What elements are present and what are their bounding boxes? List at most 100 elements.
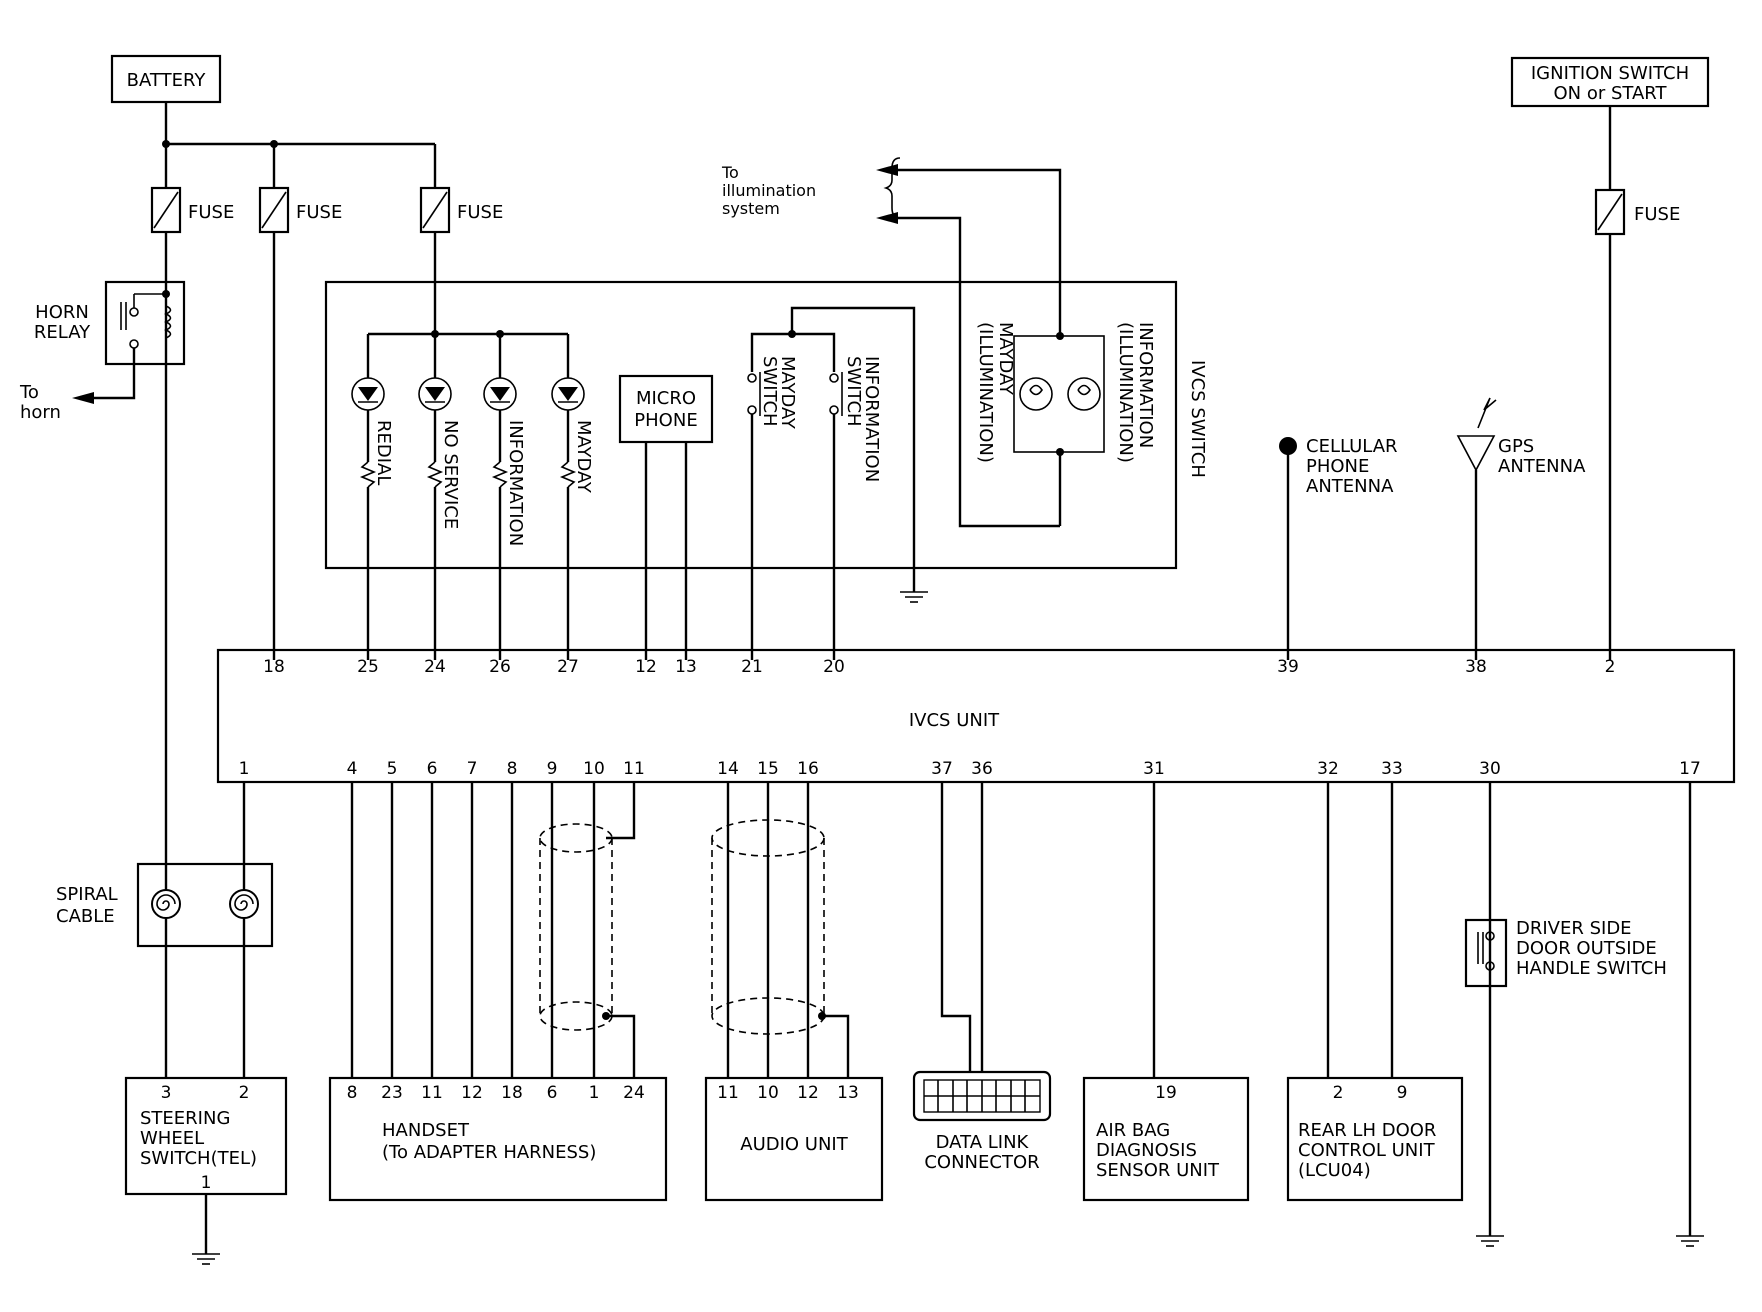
door-switch-box [1464,918,1508,988]
handset-pin-label: 18 [501,1083,523,1103]
arrow-icon [876,212,898,224]
led-mayday [551,334,585,660]
audio-unit-pins: 11 10 12 13 [717,1083,859,1103]
cellular-antenna-label: CELLULAR [1306,436,1398,457]
svg-text:DIAGNOSIS: DIAGNOSIS [1096,1140,1197,1161]
shield-icon [539,823,613,1031]
unit-pin-label: 12 [635,657,657,677]
svg-text:FUSE: FUSE [457,202,503,223]
unit-pin-label: 16 [797,759,819,779]
spiral-icon [229,889,259,919]
redial-label: REDIAL [373,420,394,485]
spiral-cable-label: SPIRAL [56,884,118,905]
gps-antenna-label: GPS [1498,436,1534,457]
handset-pin-label: 23 [381,1083,403,1103]
svg-text:WHEEL: WHEEL [140,1128,204,1149]
led-no-service [418,334,452,660]
unit-pin-label: 32 [1317,759,1339,779]
unit-pin-label: 6 [427,759,438,779]
ivcs-unit-box [216,648,1736,784]
mayday-illumination-label: MAYDAY [995,322,1016,396]
unit-pin-label: 30 [1479,759,1501,779]
ground-icon [1476,1235,1504,1247]
svg-text:horn: horn [20,402,61,423]
handset-pin-label: 24 [623,1083,645,1103]
to-horn-label: To [19,382,39,403]
svg-text:SWITCH(TEL): SWITCH(TEL) [140,1148,257,1169]
rear-door-box [1286,1076,1464,1202]
ground-icon [900,591,928,603]
svg-text:RELAY: RELAY [34,322,91,343]
audio-unit-box [704,1076,884,1202]
unit-pin-label: 2 [1605,657,1616,677]
svg-text:1: 1 [201,1173,212,1193]
svg-text:ANTENNA: ANTENNA [1306,476,1394,497]
spiral-cable-box [136,862,274,948]
svg-text:(ILLUMINATION): (ILLUMINATION) [1115,322,1136,463]
mayday-lamp-icon [1019,377,1053,411]
fuse-4: FUSE [1594,188,1680,236]
driver-door-switch-label: DRIVER SIDE [1516,918,1632,939]
arrow-icon [876,164,898,176]
handset-pin-label: 1 [589,1083,600,1103]
unit-pin-label: 27 [557,657,579,677]
audio-pin-label: 11 [717,1083,739,1103]
svg-text:FUSE: FUSE [1634,204,1680,225]
ignition-switch-label: IGNITION SWITCH [1531,63,1689,84]
led-information [483,334,517,660]
svg-text:PHONE: PHONE [1306,456,1369,477]
svg-text:SWITCH: SWITCH [843,356,864,427]
unit-pin-label: 37 [931,759,953,779]
svg-text:SENSOR UNIT: SENSOR UNIT [1096,1160,1220,1181]
mayday-switch-label: MAYDAY [777,356,798,430]
handset-pin-label: 8 [347,1083,358,1103]
ground-icon [1676,1235,1704,1247]
ground-icon [192,1253,220,1265]
unit-pin-label: 5 [387,759,398,779]
svg-text:HANDLE SWITCH: HANDLE SWITCH [1516,958,1667,979]
information-lamp-icon [1067,377,1101,411]
battery-label: BATTERY [127,70,207,91]
svg-text:CONTROL UNIT: CONTROL UNIT [1298,1140,1436,1161]
unit-pin-label: 39 [1277,657,1299,677]
audio-unit-label: AUDIO UNIT [740,1134,848,1155]
svg-text:(LCU04): (LCU04) [1298,1160,1371,1181]
audio-pin-label: 10 [757,1083,779,1103]
svg-text:3: 3 [161,1083,172,1103]
unit-pin-label: 31 [1143,759,1165,779]
svg-text:CABLE: CABLE [56,906,115,927]
svg-text:(ILLUMINATION): (ILLUMINATION) [975,322,996,463]
arrow-icon [72,392,94,404]
svg-text:FUSE: FUSE [296,202,342,223]
ivcs-unit-label: IVCS UNIT [909,710,1000,731]
data-link-connector-icon [912,1070,1052,1122]
handset-pin-label: 12 [461,1083,483,1103]
svg-text:system: system [722,199,780,218]
no-service-label: NO SERVICE [440,420,461,529]
unit-pin-label: 14 [717,759,739,779]
unit-pin-label: 17 [1679,759,1701,779]
information-illumination-label: INFORMATION [1135,322,1156,448]
ivcs-switch-label: IVCS SWITCH [1187,360,1208,478]
unit-pin-label: 7 [467,759,478,779]
led-redial [351,334,385,660]
svg-text:ANTENNA: ANTENNA [1498,456,1586,477]
fuse-1: FUSE [150,186,234,234]
handset-pin-label: 6 [547,1083,558,1103]
audio-pin-label: 12 [797,1083,819,1103]
shield-icon [711,819,826,1035]
unit-pin-label: 24 [424,657,446,677]
svg-text:19: 19 [1155,1083,1177,1103]
unit-pin-label: 20 [823,657,845,677]
steering-switch-label: STEERING [140,1108,230,1129]
unit-pin-label: 9 [547,759,558,779]
unit-pin-label: 4 [347,759,358,779]
svg-text:SWITCH: SWITCH [759,356,780,427]
unit-pin-label: 10 [583,759,605,779]
horn-relay-box [104,280,186,366]
information-label: INFORMATION [505,420,526,546]
fuse-3: FUSE [419,186,503,234]
audio-pin-label: 13 [837,1083,859,1103]
